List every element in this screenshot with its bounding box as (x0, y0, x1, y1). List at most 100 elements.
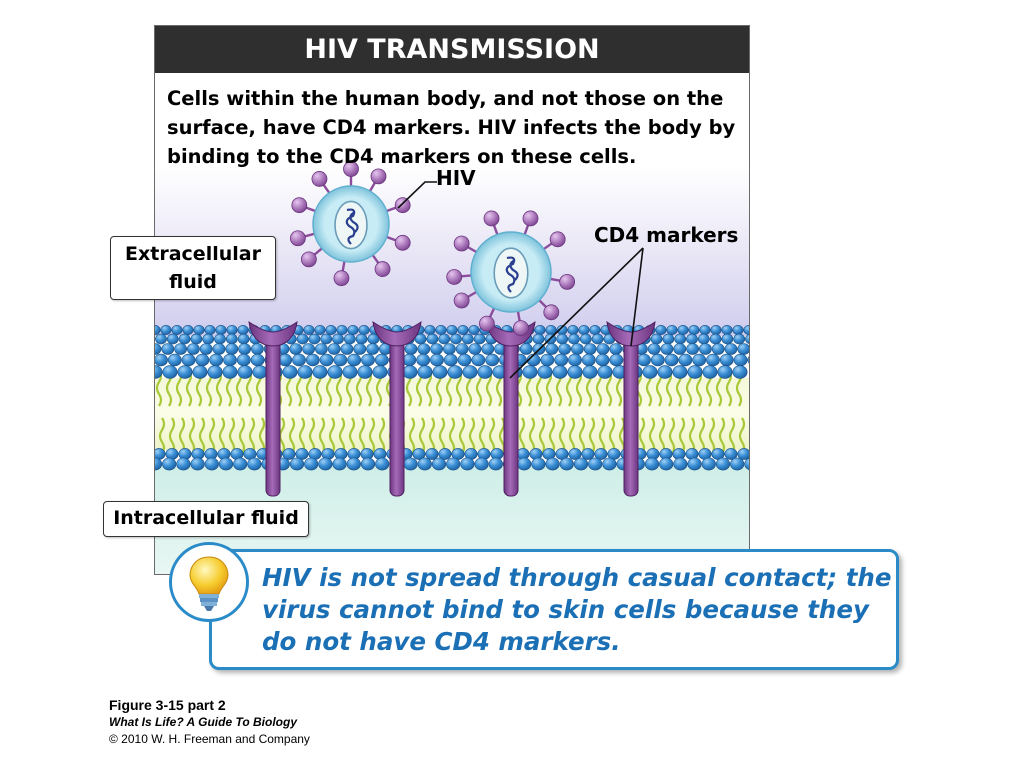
phospholipid-head (222, 365, 238, 379)
phospholipid-head (190, 333, 203, 345)
phospholipid-head (252, 365, 268, 379)
phospholipid-head (155, 457, 163, 471)
phospholipid-head (435, 325, 447, 335)
phospholipid-head (468, 343, 482, 355)
phospholipid-head (697, 333, 710, 345)
phospholipid-head (647, 343, 661, 355)
phospholipid-head (674, 333, 687, 345)
phospholipid-head (204, 325, 216, 335)
cd4-marker (248, 320, 298, 497)
viral-rna (345, 208, 359, 245)
phospholipid-head (374, 353, 389, 367)
phospholipid-head (302, 343, 315, 355)
virus-spike-knob (453, 235, 470, 252)
phospholipid-head (347, 325, 359, 335)
phospholipid-head (336, 325, 348, 335)
lipid-tail (708, 417, 716, 455)
note-box: HIV is not spread through casual contact… (209, 549, 899, 670)
phospholipid-head (314, 343, 328, 355)
phospholipid-head (721, 333, 734, 345)
phospholipid-head (534, 325, 546, 335)
phospholipid-head (721, 325, 733, 335)
phospholipid-head (602, 457, 617, 471)
phospholipid-head (446, 325, 458, 335)
phospholipid-head (745, 333, 749, 345)
phospholipid-head (430, 343, 443, 355)
phospholipid-head (655, 325, 667, 335)
phospholipid-head (559, 457, 574, 471)
phospholipid-head (692, 353, 707, 367)
phospholipid-head (699, 343, 712, 355)
phospholipid-head (327, 343, 341, 355)
phospholipid-head (531, 457, 546, 471)
phospholipid-head (366, 343, 379, 355)
intracellular-fluid-label: Intracellular fluid (103, 501, 309, 537)
lightbulb-icon (189, 556, 229, 611)
phospholipid-head (462, 365, 478, 379)
cd4-marker (486, 320, 536, 497)
lipid-tail (418, 417, 426, 455)
phospholipid-head (166, 333, 179, 345)
inner-leaflet-heads (155, 448, 749, 471)
phospholipid-head (677, 325, 689, 335)
phospholipid-head (719, 353, 734, 367)
lipid-tail (368, 417, 376, 455)
phospholipid-head (688, 325, 700, 335)
phospholipid-head (195, 353, 210, 367)
phospholipid-head (583, 343, 597, 355)
lipid-tail (298, 417, 306, 455)
viral-capsid (334, 200, 368, 250)
phospholipid-head (358, 325, 370, 335)
outer-leaflet-heads (155, 325, 749, 379)
hiv-leader-line (397, 181, 437, 209)
phospholipid-head (581, 353, 596, 367)
phospholipid-head (442, 343, 456, 355)
lightbulb-badge (169, 542, 249, 622)
phospholipid-head (161, 343, 175, 355)
virus-spike-knob (512, 320, 529, 337)
lipid-tail (668, 417, 676, 455)
lipid-tail (168, 417, 176, 455)
phospholipid-head (250, 353, 265, 367)
lipid-tail (558, 417, 566, 455)
phospholipid-head (177, 365, 193, 379)
phospholipid-head (402, 365, 418, 379)
hiv-virus (289, 161, 411, 287)
phospholipid-head (733, 333, 746, 345)
phospholipid-head (305, 353, 320, 367)
phospholipid-head (650, 333, 663, 345)
phospholipid-head (747, 356, 749, 364)
phospholipid-head (589, 325, 601, 335)
phospholipid-head (687, 365, 703, 379)
lipid-tail (218, 417, 226, 455)
lipid-tail (438, 417, 446, 455)
phospholipid-head (320, 333, 333, 345)
phospholipid-head (570, 343, 584, 355)
phospholipid-head (686, 333, 698, 345)
phospholipid-head (457, 353, 472, 367)
phospholipid-head (404, 343, 418, 355)
hiv-viruses (289, 161, 576, 337)
phospholipid-head (457, 325, 469, 335)
lipid-tail (258, 417, 266, 455)
phospholipid-head (673, 457, 688, 471)
lipid-tail (408, 417, 416, 455)
virus-spike-knob (333, 270, 350, 287)
cd4-marker (606, 320, 656, 497)
phospholipid-head (699, 325, 711, 335)
phospholipid-head (672, 365, 688, 379)
phospholipid-head (342, 365, 358, 379)
lipid-tail (458, 417, 466, 455)
phospholipid-head (710, 325, 722, 335)
phospholipid-head (573, 457, 589, 471)
virus-spike-knob (394, 234, 411, 251)
phospholipid-head (425, 448, 439, 460)
phospholipid-head (568, 333, 580, 345)
lipid-tail (578, 417, 586, 455)
phospholipid-head (215, 325, 227, 335)
virus-spike-knob (549, 231, 566, 248)
phospholipid-head (578, 325, 590, 335)
phospholipid-head (237, 365, 253, 379)
phospholipid-head (155, 343, 162, 355)
phospholipid-head (594, 448, 608, 460)
